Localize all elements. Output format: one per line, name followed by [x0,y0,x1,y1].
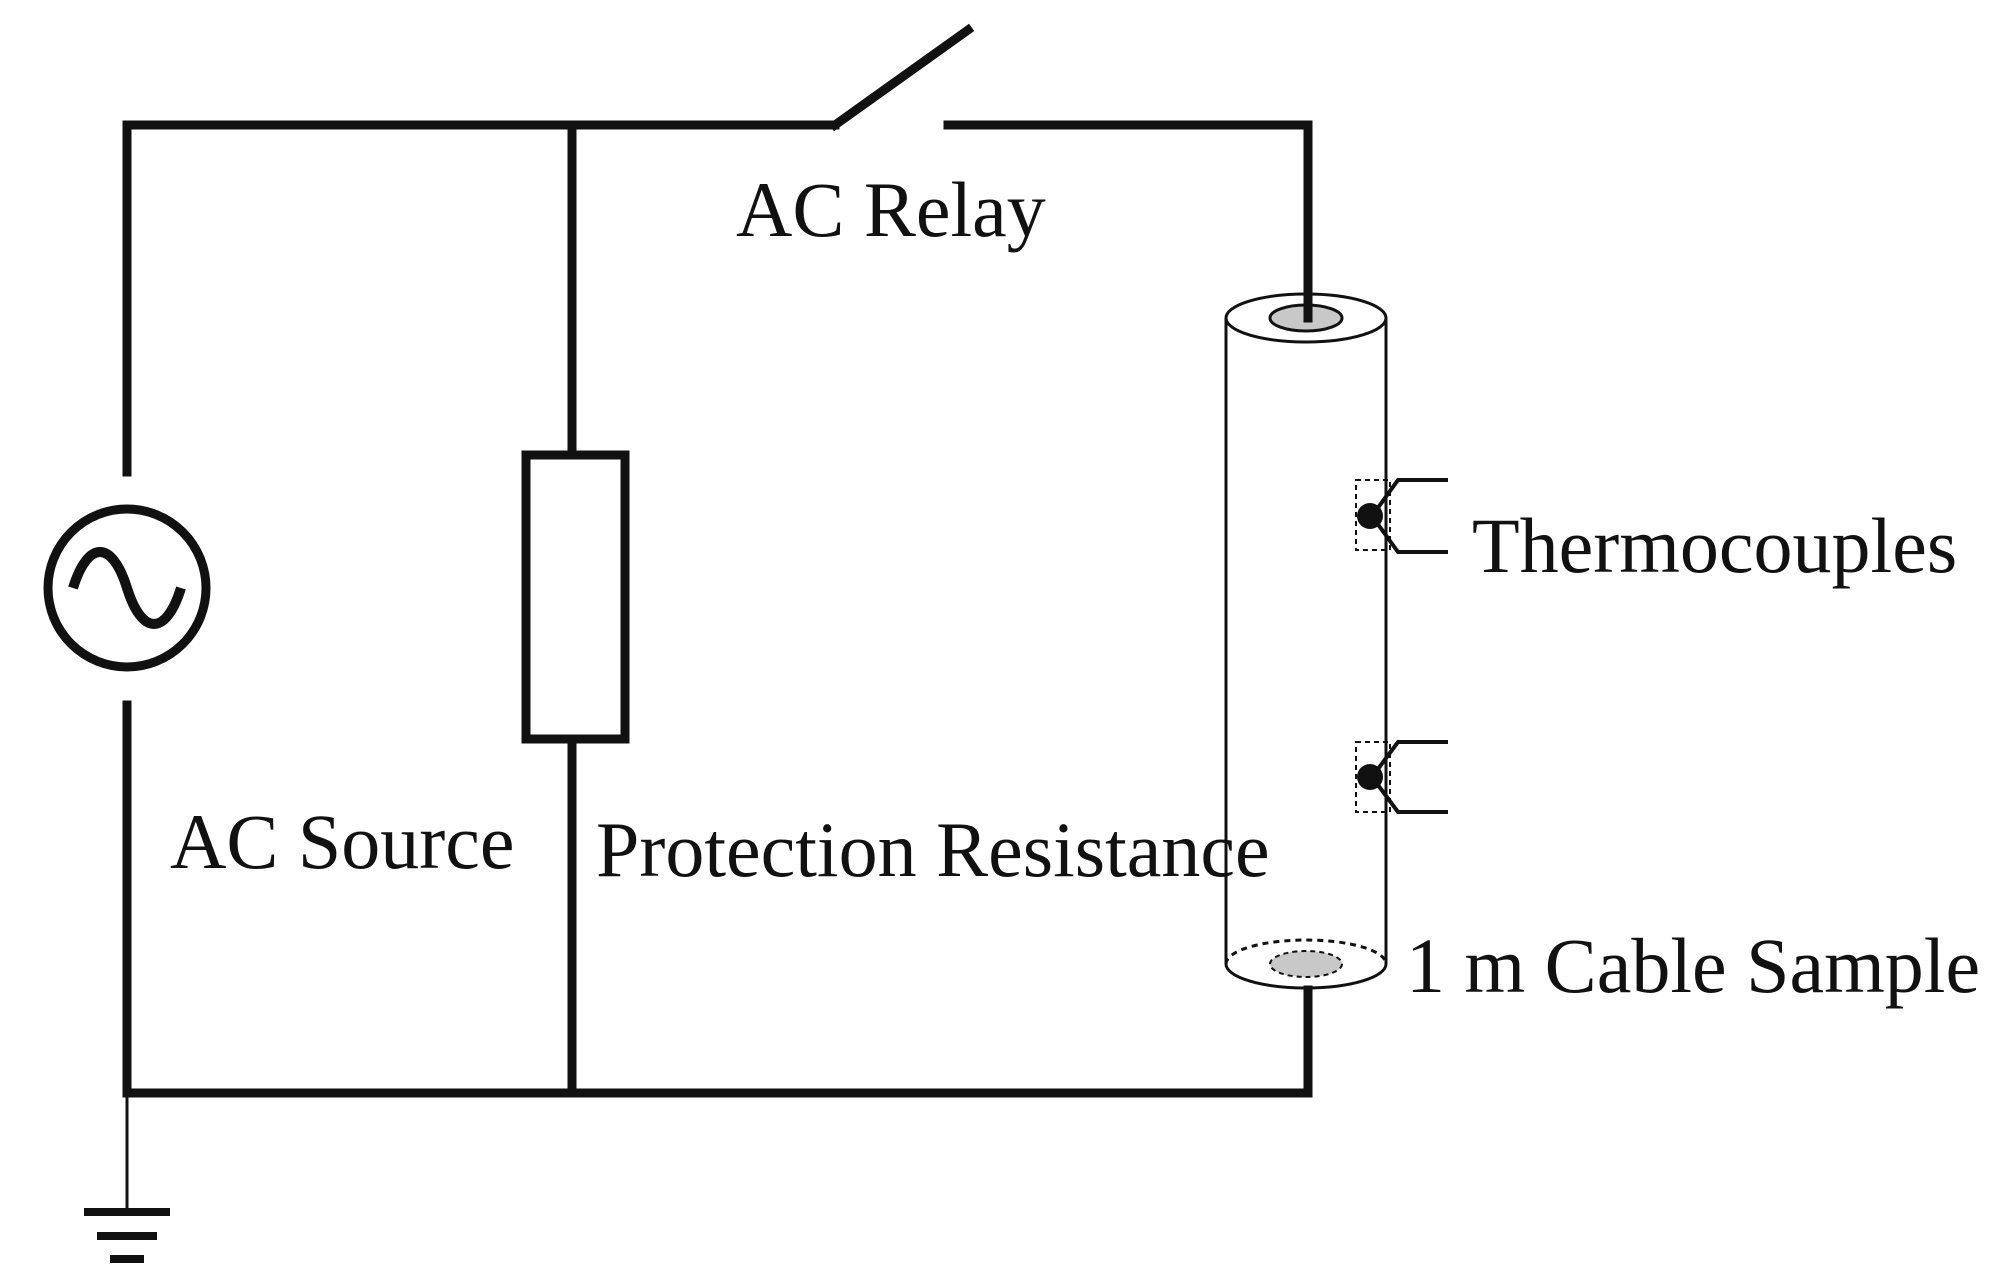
cable-cylinder-icon [1224,292,1388,990]
label-cable-sample: 1 m Cable Sample [1406,922,1980,1009]
thermocouple-icon [1355,478,1448,554]
label-protection-resistance: Protection Resistance [596,806,1270,893]
top-wire-left [122,120,840,477]
ground-icon [84,1093,170,1263]
label-ac-source: AC Source [170,798,514,885]
label-thermocouples: Thermocouples [1472,502,1957,589]
ac-source-icon [43,504,211,672]
relay-switch-icon [828,23,975,132]
conductor-bottom [1269,950,1343,978]
label-ac-relay: AC Relay [736,166,1046,253]
thermocouple-icon [1355,740,1448,814]
resistor-icon [521,450,630,744]
